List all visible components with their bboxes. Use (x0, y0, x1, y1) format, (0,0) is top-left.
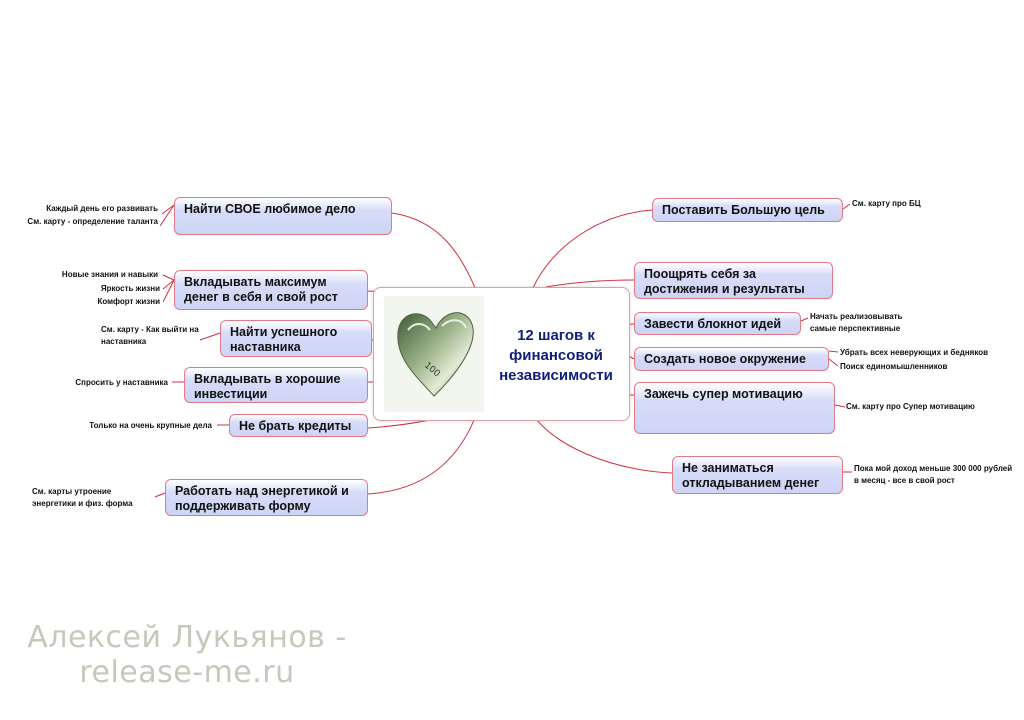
branch-invest-in-self[interactable]: Вкладывать максимум денег в себя и свой … (174, 270, 368, 310)
central-title: 12 шагов к финансовой независимости (499, 327, 613, 384)
leaf-new-skills: Новые знания и навыки (61, 270, 158, 279)
branch-label: Вкладывать максимум денег в себя и свой … (184, 275, 338, 304)
branch-good-investments[interactable]: Вкладывать в хорошие инвестиции (184, 367, 368, 403)
money-heart-icon: 100 (384, 296, 484, 412)
leaf-income-rule: Пока мой доход меньше 300 000 рублей в м… (854, 464, 1013, 485)
leaf-talent-map: См. карту - определение таланта (27, 217, 158, 226)
leaf-implement-best: Начать реализовывать самые перспективные (810, 312, 903, 333)
leaf-big-goal-map: См. карту про БЦ (852, 199, 921, 208)
branch-find-your-work[interactable]: Найти СВОЕ любимое дело (174, 197, 392, 235)
branch-no-credit[interactable]: Не брать кредиты (229, 414, 368, 437)
branch-reward-self[interactable]: Поощрять себя за достижения и результаты (634, 262, 833, 299)
watermark-author: Алексей Лукьянов - (27, 620, 347, 655)
branch-label: Найти СВОЕ любимое дело (184, 202, 356, 216)
branch-idea-notebook[interactable]: Завести блокнот идей (634, 312, 801, 335)
leaf-comfort-life: Комфорт жизни (97, 297, 161, 306)
leaf-mentor-map: См. карту - Как выйти на наставника (101, 325, 199, 346)
leaf-develop-daily: Каждый день его развивать (46, 204, 158, 213)
leaf-motivation-map: См. карту про Супер мотивацию (846, 402, 975, 411)
branch-label: Работать над энергетикой и поддерживать … (175, 484, 349, 513)
leaf-ask-mentor: Спросить у наставника (75, 378, 168, 387)
branch-new-environment[interactable]: Создать новое окружение (634, 347, 829, 371)
branch-find-mentor[interactable]: Найти успешного наставника (220, 320, 372, 357)
central-topic[interactable]: 100 12 шагов к финансовой независимости (373, 287, 630, 421)
branch-super-motivation[interactable]: Зажечь супер мотивацию (634, 382, 835, 434)
branch-label: Найти успешного наставника (230, 325, 338, 354)
leaf-remove-nonbelievers: Убрать всех неверующих и бедняков (840, 348, 989, 357)
branch-label: Не брать кредиты (239, 419, 352, 433)
branch-label: Создать новое окружение (644, 352, 806, 366)
branch-label: Завести блокнот идей (644, 317, 782, 331)
leaf-energy-maps: См. карты утроение энергетики и физ. фор… (32, 487, 133, 508)
branch-label: Зажечь супер мотивацию (644, 387, 803, 401)
branch-label: Поставить Большую цель (662, 203, 825, 217)
branch-label: Не заниматься откладыванием денег (682, 461, 820, 490)
leaf-like-minded: Поиск единомышленников (840, 362, 948, 371)
branch-big-goal[interactable]: Поставить Большую цель (652, 198, 843, 222)
leaf-big-deals: Только на очень крупные дела (89, 421, 212, 430)
branch-energy-form[interactable]: Работать над энергетикой и поддерживать … (165, 479, 368, 516)
leaf-vivid-life: Яркость жизни (100, 284, 160, 293)
branch-label: Вкладывать в хорошие инвестиции (194, 372, 341, 401)
watermark-site: release-me.ru (79, 655, 295, 690)
branch-label: Поощрять себя за достижения и результаты (644, 267, 805, 296)
branch-no-saving[interactable]: Не заниматься откладыванием денег (672, 456, 843, 494)
author-watermark: Алексей Лукьянов - release-me.ru (22, 620, 352, 690)
